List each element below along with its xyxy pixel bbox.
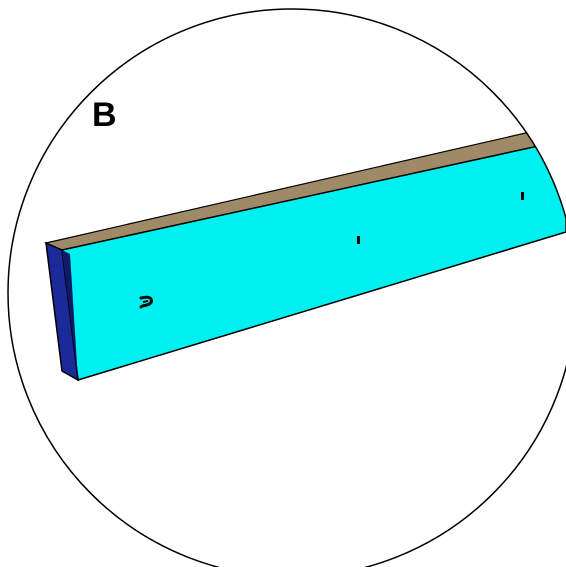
callout-letter: B [92,96,117,134]
board-group [44,131,566,382]
detail-circle-outline [7,8,566,567]
hole-mark-right [521,192,524,200]
hole-mark-center [357,236,360,244]
hole-mark-left [139,295,153,309]
board-end-shade [62,250,78,380]
board-face [61,139,566,381]
